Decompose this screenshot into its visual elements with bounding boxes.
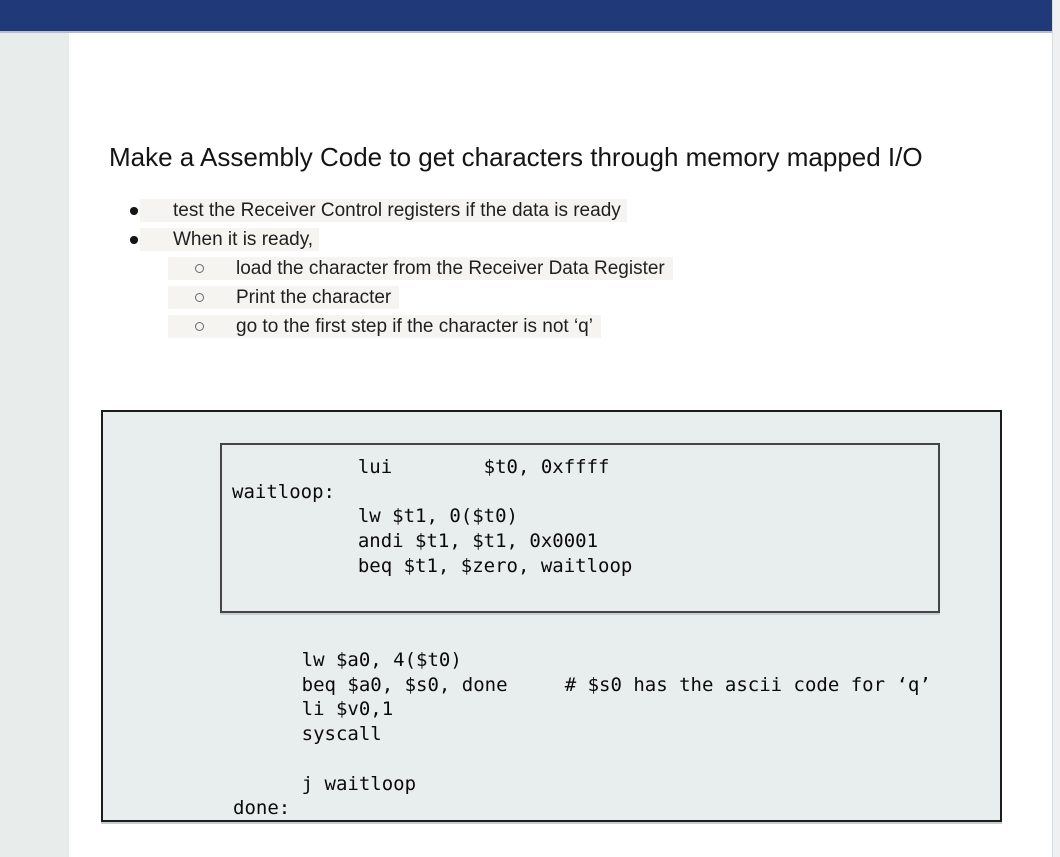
left-margin-panel [0, 33, 69, 857]
sub-bullet-text: load the character from the Receiver Dat… [236, 258, 665, 279]
sub-bullet-item: load the character from the Receiver Dat… [168, 257, 673, 280]
circle-bullet-icon [195, 293, 204, 302]
sub-bullet-item: go to the first step if the character is… [168, 315, 601, 338]
top-banner [0, 0, 1052, 33]
bullet-dot-icon [130, 236, 138, 244]
bullet-text: When it is ready, [140, 228, 320, 251]
waitloop-code-box [220, 443, 940, 613]
bullet-text: test the Receiver Control registers if t… [140, 199, 627, 222]
main-code: lw $a0, 4($t0) beq $a0, $s0, done # $s0 … [233, 649, 931, 820]
bullet-dot-icon [130, 207, 138, 215]
bullet-item: When it is ready, [0, 228, 1060, 251]
bullet-item: test the Receiver Control registers if t… [0, 199, 1060, 222]
circle-bullet-icon [195, 322, 204, 331]
sub-bullet-text: go to the first step if the character is… [236, 316, 593, 337]
slide-title: Make a Assembly Code to get characters t… [109, 142, 923, 172]
waitloop-code: lui $t0, 0xffff waitloop: lw $t1, 0($t0)… [232, 456, 633, 577]
sub-bullet-item: Print the character [168, 286, 400, 309]
sub-bullet-text: Print the character [236, 287, 392, 308]
scrollbar-track[interactable] [1052, 0, 1060, 857]
circle-bullet-icon [195, 264, 204, 273]
